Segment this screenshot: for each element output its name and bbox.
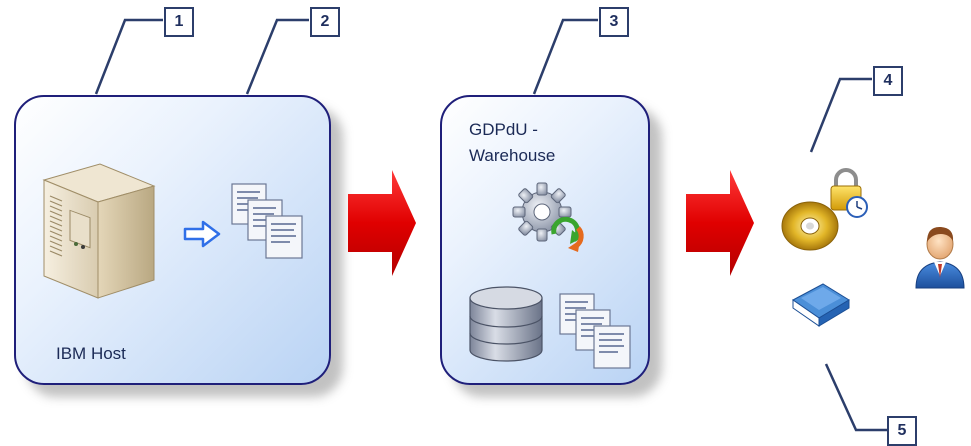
server-icon — [42, 163, 156, 299]
warehouse-label-line1: GDPdU - — [469, 120, 538, 139]
warehouse-label-line2: Warehouse — [469, 146, 556, 165]
cd-lock-icon — [781, 168, 868, 251]
callout-2: 2 — [310, 7, 340, 37]
callout-line-2 — [245, 18, 309, 95]
flow-arrow-1 — [348, 170, 416, 276]
callout-line-3 — [532, 18, 598, 95]
flow-arrow-2 — [686, 170, 754, 276]
callout-line-4 — [809, 77, 872, 153]
user-icon — [915, 226, 965, 289]
database-icon — [469, 286, 543, 362]
ibm-host-label: IBM Host — [56, 344, 126, 363]
documents-icon-warehouse — [559, 293, 631, 369]
documents-icon — [231, 183, 303, 259]
gear-icon — [512, 182, 584, 252]
callout-1: 1 — [164, 7, 194, 37]
callout-4: 4 — [873, 66, 903, 96]
callout-line-1 — [94, 18, 163, 95]
book-icon — [792, 283, 850, 327]
callout-line-5 — [824, 363, 892, 432]
callout-3: 3 — [599, 7, 629, 37]
transfer-arrow-icon — [183, 220, 221, 248]
callout-5: 5 — [887, 416, 917, 446]
